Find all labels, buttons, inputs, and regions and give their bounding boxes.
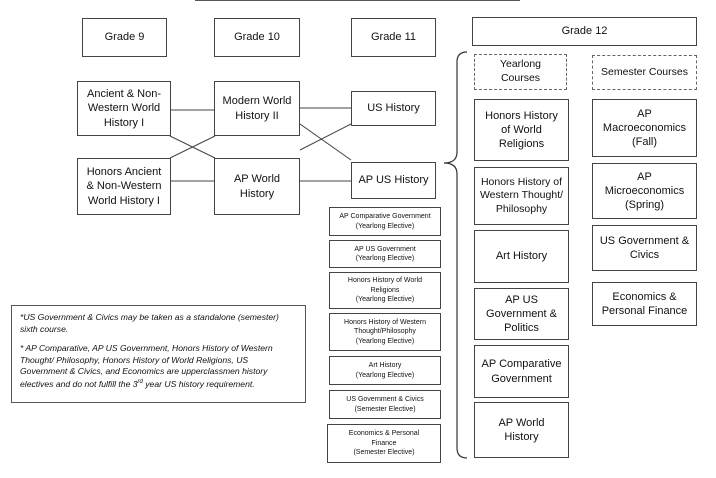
elective-us-government-civics: US Government & Civics (Semester Electiv… <box>329 390 441 419</box>
semester-courses-header: Semester Courses <box>592 55 697 90</box>
g12-economics-personal-finance: Economics & Personal Finance <box>592 282 697 326</box>
grade12-brace <box>443 51 468 459</box>
footnote-2-sup: rd <box>137 379 143 386</box>
g12-ap-us-government-politics: AP US Government & Politics <box>474 288 569 340</box>
course-honors-ancient-non-western: Honors Ancient & Non-Western World Histo… <box>77 158 171 215</box>
elective-type: (Yearlong Elective) <box>355 371 415 379</box>
footnote-2-text-end: year US history requirement. <box>142 379 255 390</box>
elective-name: Economics & Personal Finance <box>348 430 420 447</box>
g12-honors-world-religions: Honors History of World Religions <box>474 99 569 161</box>
grade-11-header: Grade 11 <box>351 18 436 57</box>
elective-art-history: Art History (Yearlong Elective) <box>329 356 441 385</box>
elective-ap-us-government: AP US Government (Yearlong Elective) <box>329 240 441 268</box>
footnote-1: *US Government & Civics may be taken as … <box>20 312 279 334</box>
connector-modern-apus <box>299 123 352 161</box>
footnotes-box: *US Government & Civics may be taken as … <box>11 305 306 403</box>
g12-ap-macroeconomics: AP Macroeconomics (Fall) <box>592 99 697 157</box>
elective-name: AP Comparative Government <box>339 213 431 221</box>
g12-us-government-civics: US Government & Civics <box>592 225 697 271</box>
course-modern-world-history: Modern World History II <box>214 81 300 136</box>
connector-apworld-ushistory <box>299 123 352 151</box>
elective-name: Honors History of Western Thought/Philos… <box>344 318 426 336</box>
elective-type: (Semester Elective) <box>353 449 415 457</box>
grade-9-header: Grade 9 <box>82 18 167 57</box>
elective-name: US Government & Civics <box>346 396 424 404</box>
connector-honors-modern <box>169 135 216 159</box>
grade-12-header: Grade 12 <box>472 17 697 46</box>
elective-economics-personal-finance: Economics & Personal Finance (Semester E… <box>327 424 441 463</box>
g12-ap-world-history: AP World History <box>474 402 569 458</box>
elective-name: Honors History of World Religions <box>347 277 423 294</box>
elective-type: (Yearlong Elective) <box>355 255 415 262</box>
g12-art-history: Art History <box>474 230 569 283</box>
elective-type: (Yearlong Elective) <box>355 337 415 345</box>
course-ancient-non-western: Ancient & Non-Western World History I <box>77 81 171 136</box>
footnote-2: * AP Comparative, AP US Government, Hono… <box>20 343 297 391</box>
elective-type: (Yearlong Elective) <box>355 296 415 304</box>
elective-honors-world-religions: Honors History of World Religions (Yearl… <box>329 272 441 309</box>
elective-type: (Yearlong Elective) <box>355 222 415 230</box>
g12-honors-western-thought: Honors History of Western Thought/ Philo… <box>474 167 569 225</box>
footnote-2-text: * AP Comparative, AP US Government, Hono… <box>20 342 273 390</box>
course-ap-us-history: AP US History <box>351 162 436 199</box>
elective-ap-comparative-government: AP Comparative Government (Yearlong Elec… <box>329 207 441 236</box>
elective-name: Art History <box>368 362 402 370</box>
yearlong-courses-header: Yearlong Courses <box>474 54 567 90</box>
g12-ap-comparative-government: AP Comparative Government <box>474 345 569 398</box>
course-us-history: US History <box>351 91 436 126</box>
elective-honors-western-thought: Honors History of Western Thought/Philos… <box>329 313 441 351</box>
course-ap-world-history: AP World History <box>214 158 300 215</box>
elective-name: AP US Government <box>354 245 416 253</box>
elective-type: (Semester Elective) <box>354 405 416 413</box>
g12-ap-microeconomics: AP Microeconomics (Spring) <box>592 163 697 219</box>
grade-10-header: Grade 10 <box>214 18 300 57</box>
